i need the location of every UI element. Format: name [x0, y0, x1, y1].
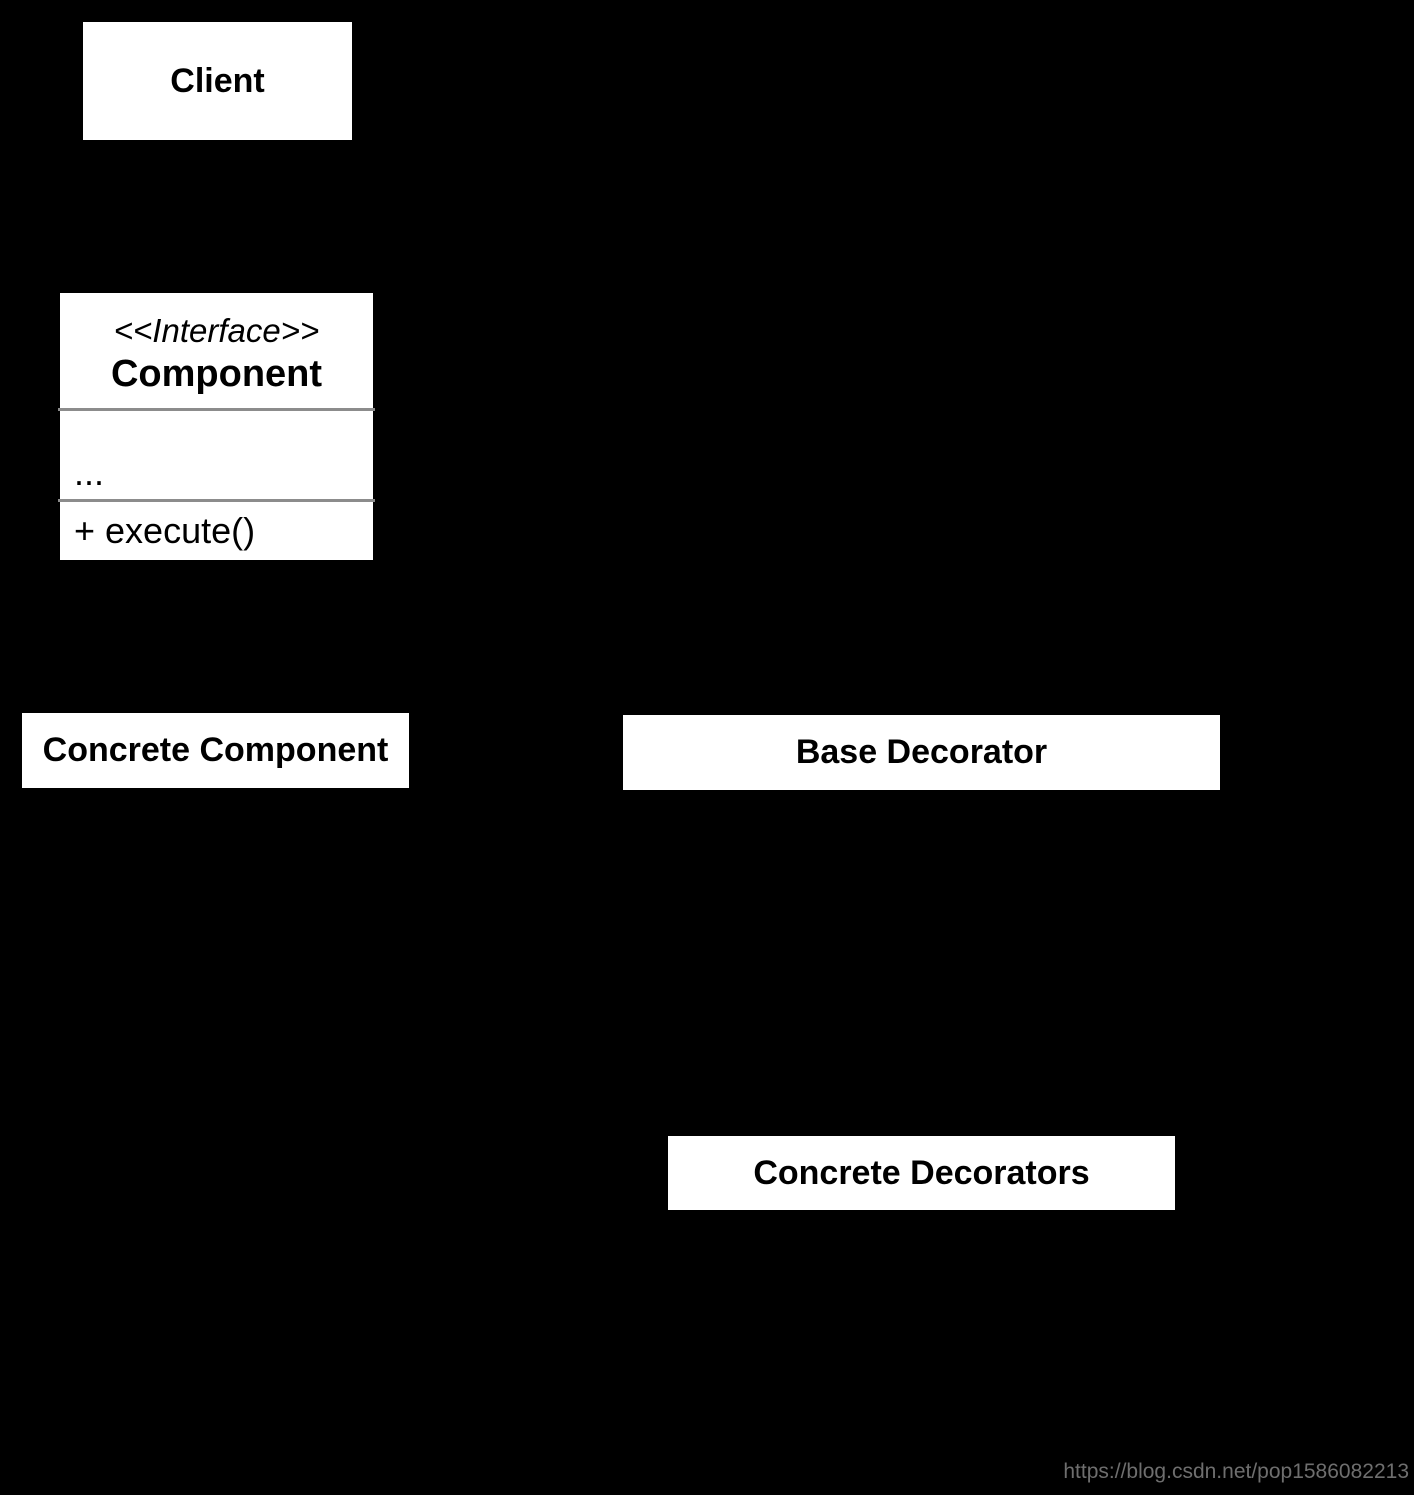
client-node: Client: [83, 22, 352, 140]
class-section-divider: [58, 408, 375, 411]
component-methods: + execute(): [74, 510, 256, 551]
component-interface-title: <<Interface>> Component: [60, 293, 373, 408]
interface-stereotype-label: <<Interface>>: [113, 311, 320, 349]
component-interface-node: <<Interface>> Component ... + execute(): [58, 293, 375, 560]
concrete-decorators-node: Concrete Decorators: [668, 1136, 1175, 1210]
class-section-divider: [58, 499, 375, 502]
component-attributes: ...: [74, 452, 105, 493]
concrete-component-node: Concrete Component: [22, 713, 409, 788]
watermark-url: https://blog.csdn.net/pop1586082213: [1063, 1460, 1409, 1483]
component-class-name: Component: [110, 352, 323, 395]
base-decorator-node: Base Decorator: [623, 715, 1220, 790]
